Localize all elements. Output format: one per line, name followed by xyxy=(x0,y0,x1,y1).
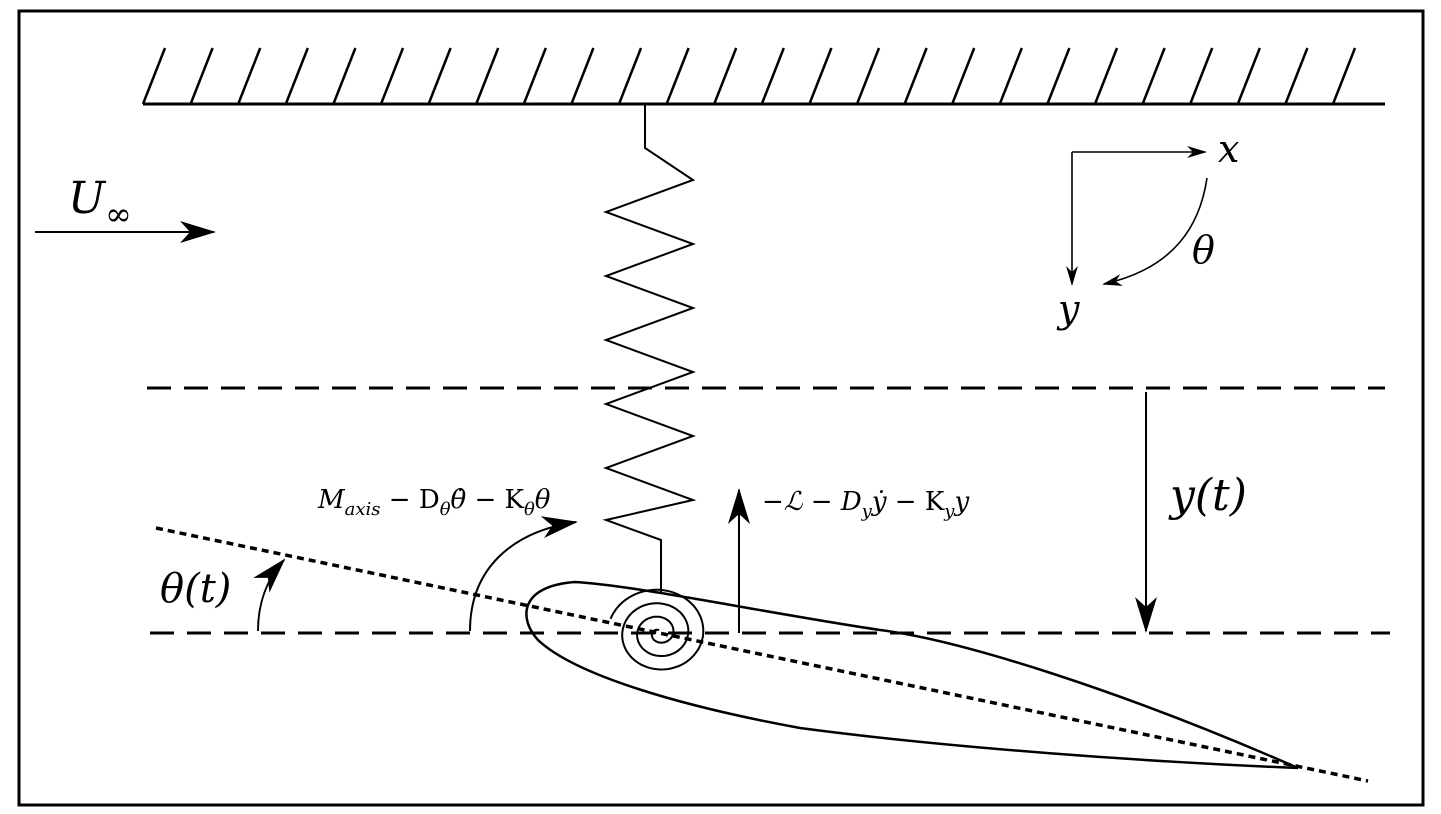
wall-hatch-mark xyxy=(1141,47,1166,105)
wall-hatch-mark xyxy=(617,47,643,105)
wall-hatch-mark xyxy=(427,47,452,105)
wall-hatch-mark xyxy=(522,47,547,105)
wall-hatch-mark xyxy=(808,47,833,105)
wall-hatch-mark xyxy=(1189,47,1214,105)
axis-x-label: x xyxy=(1218,127,1239,171)
fixed-wall xyxy=(141,47,1385,106)
wall-hatch-mark xyxy=(1093,47,1119,105)
wall-hatch-mark xyxy=(1331,47,1357,105)
axis-theta-label: θ xyxy=(1192,228,1215,272)
torsional-spring xyxy=(609,588,705,671)
wall-hatch-mark xyxy=(665,47,690,105)
displacement-label: y(t) xyxy=(1168,470,1247,521)
wall-hatch-mark xyxy=(570,47,595,105)
pitch-angle-arrow xyxy=(253,558,286,632)
wall-hatch-mark xyxy=(998,47,1023,105)
axis-y-label: y xyxy=(1056,287,1080,331)
wall-hatch-mark xyxy=(713,47,738,105)
wall-hatch-mark xyxy=(141,47,167,105)
freestream-label: U∞ xyxy=(68,173,132,233)
wall-hatch-mark xyxy=(903,47,928,105)
wall-hatch-mark xyxy=(475,47,500,105)
wall-hatch-mark xyxy=(332,47,357,105)
wall-hatch-mark xyxy=(1046,47,1071,105)
wall-hatch-mark xyxy=(1236,47,1261,105)
pitch-angle-label: θ(t) xyxy=(160,566,231,612)
chord-line xyxy=(155,526,1369,783)
figure-border xyxy=(17,9,1425,807)
translational-spring xyxy=(602,104,697,592)
lift-force-label: −ℒ − Dyẏ − Kyy xyxy=(762,487,969,522)
coordinate-axes: x y θ xyxy=(1056,127,1239,331)
moment-label: Maxis − Dθθ̇ − Kθθ xyxy=(317,485,551,520)
wall-hatch-mark xyxy=(1284,47,1309,105)
wall-hatch-mark xyxy=(379,47,405,105)
wall-hatch-mark xyxy=(951,47,976,105)
wall-hatch-mark xyxy=(189,47,214,105)
wall-hatch-mark xyxy=(284,47,309,105)
wall-hatch-mark xyxy=(760,47,785,105)
wall-hatch-mark xyxy=(855,47,881,105)
airfoil xyxy=(525,580,1299,770)
wall-hatch-mark xyxy=(237,47,262,105)
moment-arrow xyxy=(469,516,578,632)
